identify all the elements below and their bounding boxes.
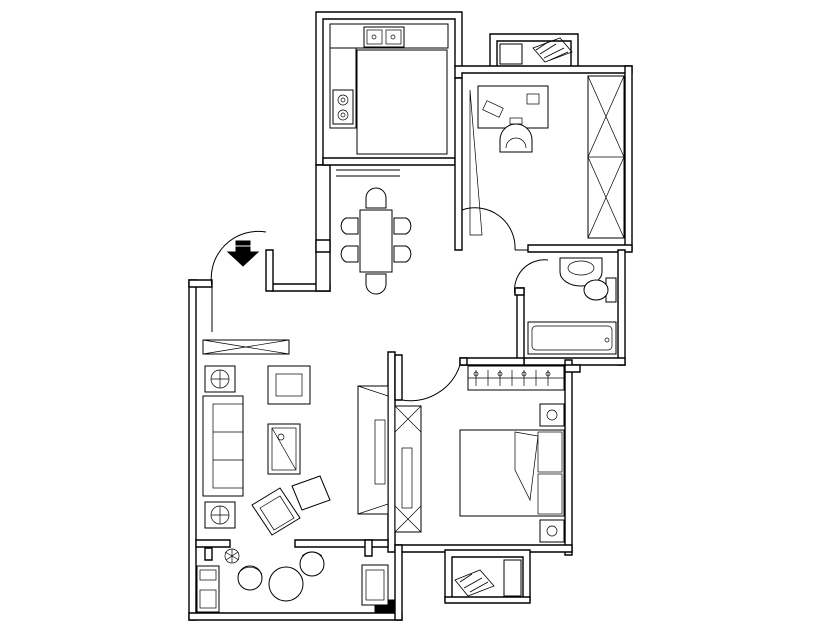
tv-cabinet: [357, 385, 422, 533]
plant: [224, 548, 240, 564]
dining: [340, 187, 412, 295]
plant: [499, 37, 573, 65]
toilet: [583, 277, 617, 303]
fridge-block: [356, 49, 448, 155]
coffee-table: [267, 423, 301, 475]
double-bed: [459, 429, 565, 517]
living-room: [202, 339, 422, 536]
round-table: [237, 551, 325, 602]
bedroom: [459, 365, 565, 543]
bathtub: [527, 321, 617, 355]
armchair: [251, 487, 301, 536]
nightstand: [539, 403, 565, 543]
armchair: [267, 365, 311, 405]
washbasin: [559, 257, 603, 287]
dining-chair: [340, 187, 412, 295]
washing-machine: [361, 564, 389, 606]
utility-sink: [196, 565, 220, 613]
armchair: [291, 475, 331, 511]
walls: [188, 11, 633, 621]
sofa: [202, 395, 244, 497]
double-sink: [363, 26, 405, 48]
plant: [454, 559, 522, 597]
study: [469, 37, 625, 239]
office-chair: [499, 123, 533, 153]
door-swings: [210, 169, 549, 402]
desk: [477, 85, 549, 129]
side-table-lamp: [204, 365, 236, 393]
gas-stove: [332, 89, 354, 125]
dining-table: [359, 209, 393, 273]
side-table-lamp: [204, 501, 236, 529]
closet-rail: [467, 365, 565, 391]
balcony: [196, 548, 389, 613]
wardrobe: [587, 75, 625, 239]
bathroom: [527, 257, 617, 355]
down-arrow-icon: [226, 240, 260, 267]
kitchen: [329, 23, 449, 155]
